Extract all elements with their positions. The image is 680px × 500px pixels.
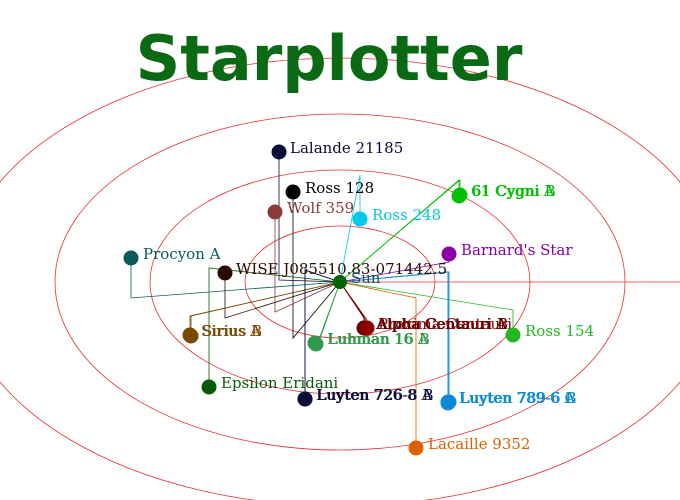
- star-label-ross-128: Ross 128: [305, 179, 374, 197]
- star-label-lalande-21185: Lalande 21185: [290, 139, 403, 157]
- connector-wolf-359: [274, 212, 341, 313]
- star-dot-luyten-726-8-b: [297, 391, 313, 407]
- star-label-proxima-centauri: Proxima Centauri: [378, 315, 512, 333]
- connector-luyten-726-8-b: [304, 269, 341, 399]
- star-dot-wise-j085510-83-071442-5: [217, 265, 233, 281]
- sun-dot: [333, 275, 347, 289]
- star-label-wolf-359: Wolf 359: [287, 199, 354, 217]
- connector-wise-j085510-83-071442-5: [224, 273, 341, 319]
- distance-ring-4: [0, 57, 680, 500]
- sun-label: Sun: [351, 269, 381, 287]
- star-label-luhman-16-a: Luhman 16 A: [327, 330, 429, 348]
- star-label-sirius-b: Sirius B: [202, 322, 262, 340]
- connector-procyon-a: [130, 258, 341, 299]
- connector-lacaille-9352: [339, 281, 417, 448]
- star-label-luyten-789-6-a: Luyten 789-6 A: [459, 389, 575, 407]
- star-label-luyten-726-8-b: Luyten 726-8 B: [317, 386, 433, 404]
- star-dot-ross-154: [505, 327, 521, 343]
- connector-lalande-21185: [278, 152, 341, 283]
- connector-ross-248: [339, 174, 361, 283]
- star-label-alpha-centauri-b: Alpha Centauri B: [376, 315, 508, 333]
- star-label-ross-248: Ross 248: [372, 206, 441, 224]
- page-title: Starplotter: [136, 22, 523, 95]
- star-dot-procyon-a: [123, 250, 139, 266]
- star-dot-sirius-b: [183, 328, 199, 344]
- star-label-wise-j085510-83-071442-5: WISE J085510.83-071442.5: [236, 260, 447, 278]
- star-dot-luyten-789-6-c: [440, 395, 456, 411]
- star-label-epsilon-eridani: Epsilon Eridani: [221, 374, 338, 392]
- star-label-61-cygni-b: 61 Cygni B: [472, 182, 556, 200]
- connector-ross-128: [292, 192, 341, 340]
- connector-ross-154: [339, 281, 514, 335]
- star-label-sirius-a: Sirius A: [201, 322, 261, 340]
- sun-marker: Sun: [333, 269, 381, 289]
- star-label-procyon-a: Procyon A: [143, 245, 221, 263]
- connector-epsilon-eridani: [208, 267, 341, 387]
- star-label-luyten-726-8-a: Luyten 726-8 A: [316, 386, 432, 404]
- connector-alpha-centauri-a: [339, 281, 365, 328]
- star-label-luyten-789-6-c: Luyten 789-6 C: [459, 389, 576, 407]
- star-dot-ross-248: [352, 211, 368, 227]
- star-dot-barnard-s-star: [441, 246, 457, 262]
- star-dot-lalande-21185: [271, 144, 287, 160]
- star-label-alpha-centauri-a: Alpha Centauri A: [375, 315, 507, 333]
- star-dot-ross-128: [285, 184, 301, 200]
- star-label-barnard-s-star: Barnard's Star: [461, 241, 573, 259]
- star-dot-proxima-centauri: [359, 320, 375, 336]
- star-dot-61-cygni-b: [451, 188, 467, 204]
- star-label-lacaille-9352: Lacaille 9352: [428, 435, 530, 453]
- star-label-luhman-16-b: Luhman 16 B: [328, 330, 430, 348]
- star-label-61-cygni-a: 61 Cygni A: [471, 182, 555, 200]
- star-dot-lacaille-9352: [408, 440, 424, 456]
- star-dot-epsilon-eridani: [201, 379, 217, 395]
- star-dot-luhman-16-b: [308, 336, 324, 352]
- star-label-luyten-789-6-b: Luyten 789-6 B: [460, 389, 576, 407]
- star-dot-wolf-359: [267, 204, 283, 220]
- star-label-ross-154: Ross 154: [525, 322, 594, 340]
- connector-luyten-789-6-c: [339, 271, 449, 403]
